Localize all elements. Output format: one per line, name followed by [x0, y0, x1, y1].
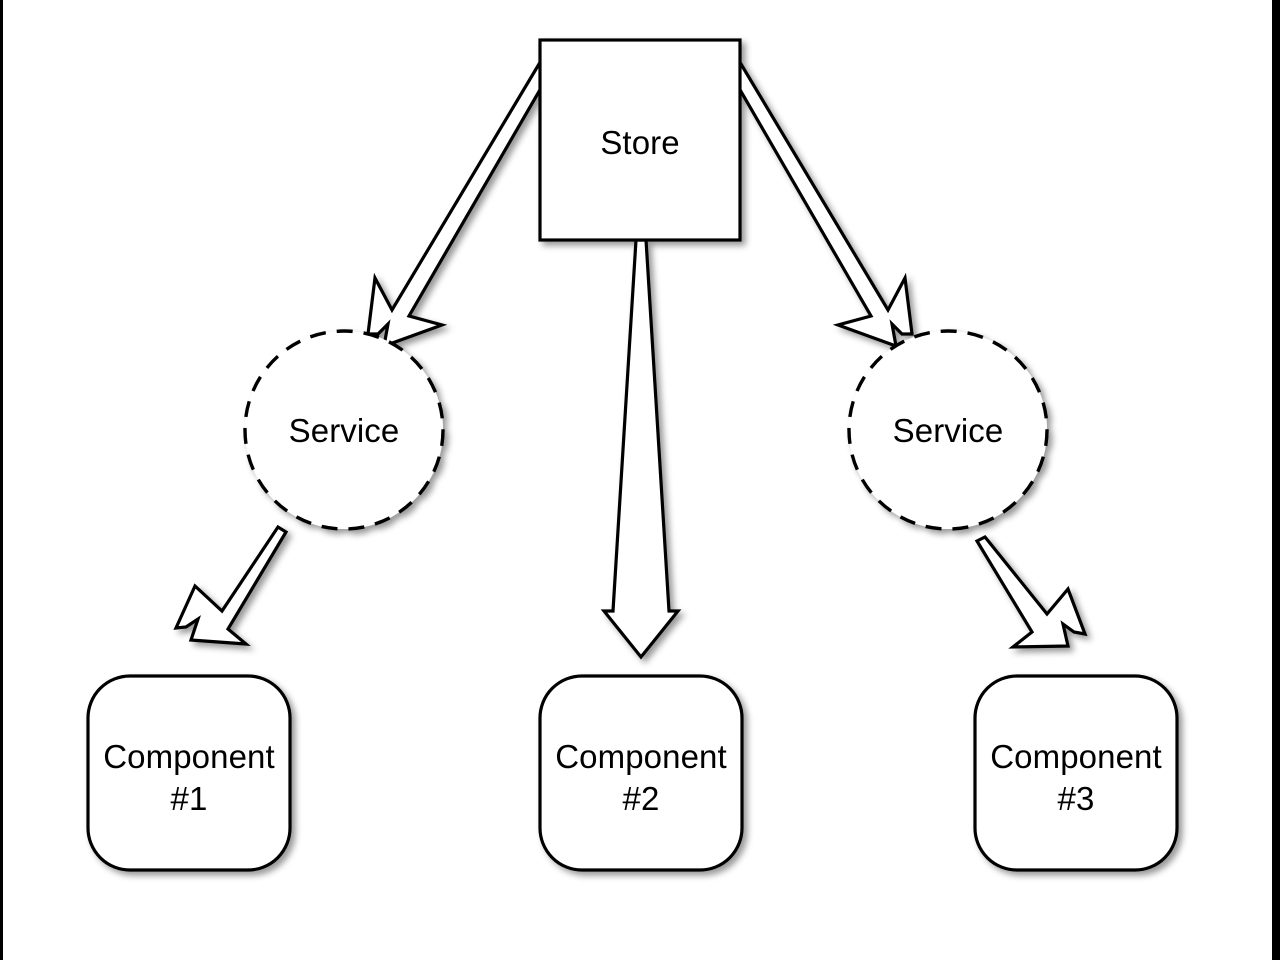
node-service-left-shape[interactable] — [243, 329, 445, 531]
arrow-service-left-to-component-1 — [173, 524, 289, 646]
node-component-3-shape[interactable] — [973, 674, 1179, 872]
left-edge-bar — [0, 0, 3, 960]
node-store[interactable] — [540, 40, 740, 240]
node-component-1[interactable] — [88, 676, 290, 870]
arrow-store-to-component-2 — [600, 238, 682, 660]
node-store-shape[interactable] — [538, 38, 742, 242]
node-component-2-shape[interactable] — [538, 674, 744, 872]
right-edge-bar — [1272, 0, 1280, 960]
node-component-1-shape[interactable] — [86, 674, 292, 872]
node-service-right-shape[interactable] — [847, 329, 1049, 531]
node-service-right[interactable] — [848, 330, 1048, 530]
arrow-service-right-to-component-3 — [974, 534, 1088, 649]
arrow-store-to-service-left — [366, 41, 566, 349]
node-component-2[interactable] — [540, 676, 742, 870]
node-component-3[interactable] — [975, 676, 1177, 870]
node-service-left[interactable] — [244, 330, 444, 530]
arrow-store-to-service-right — [714, 41, 914, 349]
